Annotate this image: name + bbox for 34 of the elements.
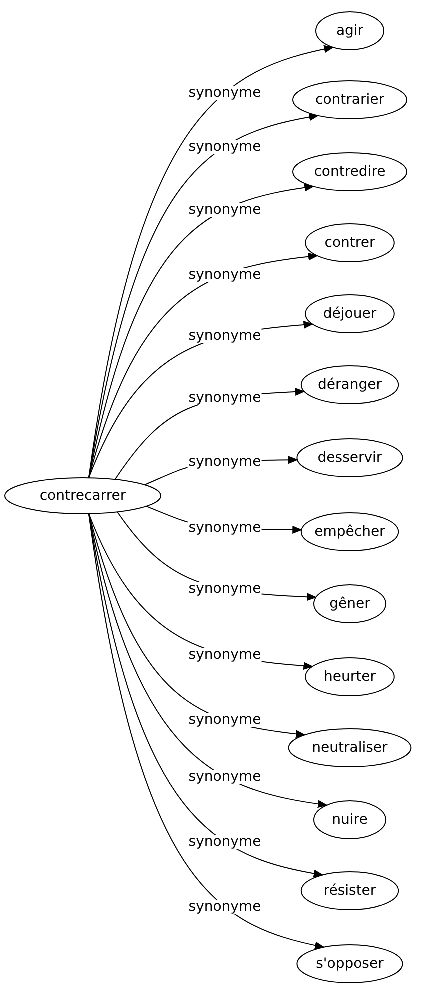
arrow: [88, 46, 334, 478]
edge-label: synonyme: [188, 770, 262, 784]
edge-label: synonyme: [188, 329, 262, 344]
node-label: contrer: [324, 236, 376, 250]
edge-label: synonyme: [188, 835, 262, 850]
edge-label: synonyme: [188, 140, 262, 154]
node-label: contredire: [314, 165, 386, 179]
edge-label: synonyme: [188, 582, 262, 596]
edge-label: synonyme: [188, 900, 262, 914]
arrow: [88, 514, 324, 878]
arrow: [88, 514, 328, 808]
node-label: heurter: [324, 670, 376, 684]
edge-label: synonyme: [188, 86, 262, 100]
node-label: résister: [324, 884, 376, 898]
arrow: [88, 184, 315, 478]
node-label: empêcher: [314, 525, 386, 539]
node-label: neutraliser: [312, 741, 388, 755]
edge-label: synonyme: [188, 713, 262, 728]
edge-label: synonyme: [188, 391, 262, 406]
node-label: nuire: [332, 813, 368, 827]
arrow: [88, 514, 326, 950]
edge-label: synonyme: [188, 521, 262, 535]
node-label: desservir: [318, 451, 382, 465]
node-label: agir: [336, 24, 364, 38]
node-label: gêner: [330, 597, 370, 611]
edge-label: synonyme: [188, 648, 262, 662]
node-label: s'opposer: [316, 957, 384, 971]
node-label: contrecarrer: [40, 489, 126, 503]
node-label: déranger: [318, 378, 382, 392]
node-label: déjouer: [323, 307, 377, 321]
edge-label: synonyme: [188, 202, 262, 217]
edge-label: synonyme: [188, 268, 262, 282]
arrow: [88, 252, 318, 478]
node-label: contrarier: [316, 93, 384, 107]
